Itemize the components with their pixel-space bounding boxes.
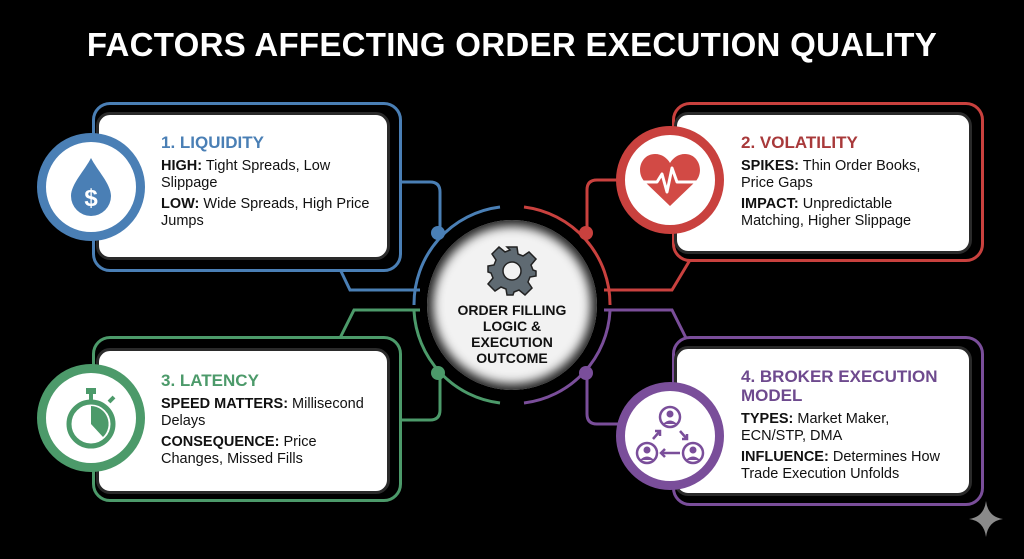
latency-card: 3. LATENCY SPEED MATTERS: Millisecond De… — [96, 348, 390, 494]
volatility-badge — [616, 126, 724, 234]
stopwatch-icon — [66, 388, 116, 449]
svg-text:$: $ — [84, 185, 98, 212]
text: Millisecond Delays — [161, 396, 364, 429]
broker-card: 4. BROKER EXECUTION MODEL TYPES: Market … — [674, 346, 972, 496]
gear-icon — [486, 245, 538, 297]
latency-badge — [37, 364, 145, 472]
sparkle-icon — [969, 501, 1003, 537]
water-drop-dollar-icon: $ — [71, 158, 111, 216]
label: TYPES: — [741, 411, 794, 427]
hub-line-2: LOGIC & — [482, 318, 542, 334]
latency-speed: SPEED MATTERS: Millisecond Delays — [161, 396, 375, 430]
broker-heading: 4. BROKER EXECUTION MODEL — [741, 367, 938, 405]
liquidity-badge: $ — [37, 133, 145, 241]
liquidity-card: 1. LIQUIDITY HIGH: Tight Spreads, Low Sl… — [96, 112, 390, 260]
volatility-spikes: SPIKES: Thin Order Books, Price Gaps — [741, 158, 955, 192]
label: IMPACT: — [741, 196, 799, 212]
text: Unpredictable Matching, Higher Slippage — [741, 196, 912, 229]
text: Tight Spreads, Low Slippage — [161, 158, 331, 191]
label: SPEED MATTERS: — [161, 396, 289, 412]
hub-circle: ORDER FILLING LOGIC & EXECUTION OUTCOME — [427, 220, 597, 390]
hub-label: ORDER FILLING LOGIC & EXECUTION OUTCOME — [458, 302, 567, 366]
volatility-impact: IMPACT: Unpredictable Matching, Higher S… — [741, 196, 955, 230]
liquidity-heading: 1. LIQUIDITY — [161, 133, 264, 152]
label: CONSEQUENCE: — [161, 434, 280, 450]
people-cycle-icon — [635, 405, 705, 465]
text: Wide Spreads, High Price Jumps — [161, 196, 370, 229]
hub-line-4: OUTCOME — [476, 350, 548, 366]
text: Market Maker, ECN/STP, DMA — [741, 411, 890, 444]
hub-line-3: EXECUTION — [471, 334, 553, 350]
label: INFLUENCE: — [741, 449, 829, 465]
liquidity-high: HIGH: Tight Spreads, Low Slippage — [161, 158, 373, 192]
broker-influence: INFLUENCE: Determines How Trade Executio… — [741, 449, 957, 483]
heart-pulse-icon — [639, 154, 701, 206]
broker-types: TYPES: Market Maker, ECN/STP, DMA — [741, 411, 957, 445]
text: Determines How Trade Execution Unfolds — [741, 449, 941, 482]
label: HIGH: — [161, 158, 203, 174]
page-title: FACTORS AFFECTING ORDER EXECUTION QUALIT… — [86, 26, 938, 63]
hub-line-1: ORDER FILLING — [457, 302, 567, 318]
latency-consequence: CONSEQUENCE: Price Changes, Missed Fills — [161, 434, 375, 468]
liquidity-low: LOW: Wide Spreads, High Price Jumps — [161, 196, 373, 230]
latency-heading: 3. LATENCY — [161, 371, 259, 390]
broker-badge — [616, 382, 724, 490]
volatility-heading: 2. VOLATILITY — [741, 133, 858, 152]
label: LOW: — [161, 196, 200, 212]
label: SPIKES: — [741, 158, 800, 174]
text: Thin Order Books, Price Gaps — [741, 158, 921, 191]
text: Price Changes, Missed Fills — [161, 434, 317, 467]
